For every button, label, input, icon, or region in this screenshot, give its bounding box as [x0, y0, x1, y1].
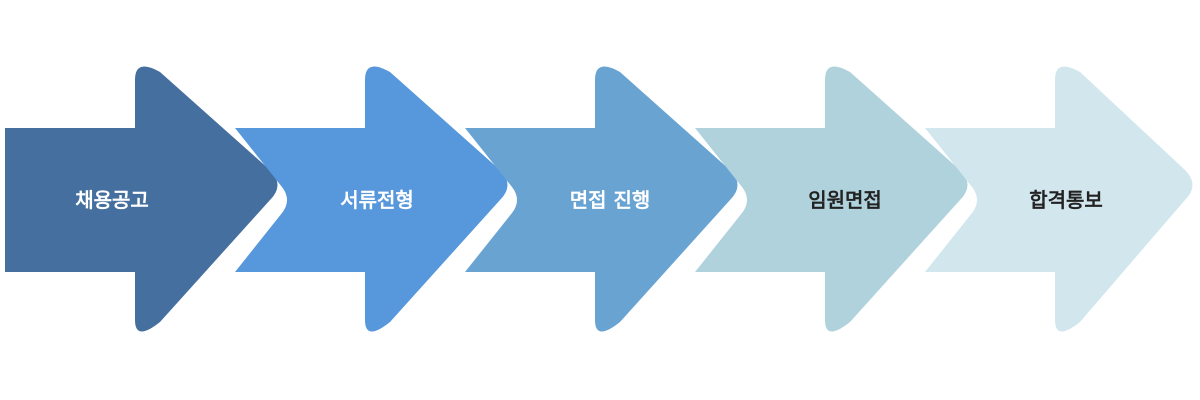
process-step-2: 서류전형 — [235, 66, 508, 332]
step-2-label: 서류전형 — [340, 188, 414, 212]
step-1-label: 채용공고 — [75, 188, 149, 212]
process-step-4: 임원면접 — [695, 66, 968, 332]
process-step-3: 면접 진행 — [465, 66, 738, 332]
step-3-arrow — [465, 66, 738, 332]
step-4-label: 임원면접 — [808, 188, 882, 212]
step-1-arrow — [5, 66, 278, 332]
process-step-5: 합격통보 — [925, 66, 1193, 332]
step-2-arrow — [235, 66, 508, 332]
process-step-1: 채용공고 — [5, 66, 278, 332]
step-5-arrow — [925, 66, 1193, 332]
step-4-arrow — [695, 66, 968, 332]
step-3-label: 면접 진행 — [570, 188, 651, 212]
step-5-label: 합격통보 — [1029, 188, 1103, 212]
